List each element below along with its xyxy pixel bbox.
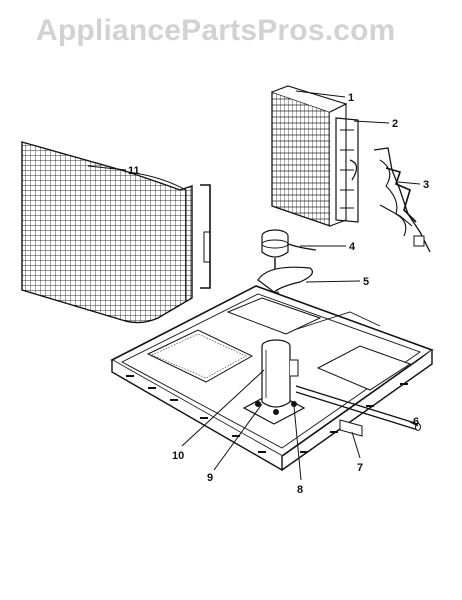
callout-11: 11 <box>128 165 140 177</box>
callout-8: 8 <box>297 484 303 496</box>
callout-labels: 1 2 3 4 5 6 7 8 9 10 11 <box>128 92 429 496</box>
coil-frame-part-2 <box>335 117 359 223</box>
callout-5: 5 <box>363 276 369 288</box>
callout-2: 2 <box>392 118 398 130</box>
callout-4: 4 <box>349 241 356 253</box>
callout-6: 6 <box>413 416 419 428</box>
fan-motor-part-4 <box>261 229 317 270</box>
bracket-part-7 <box>339 419 363 437</box>
evaporator-coil-part-1 <box>271 85 348 227</box>
leader-lines <box>87 90 421 481</box>
watermark: AppliancePartsPros.com <box>36 14 396 47</box>
condenser-coil-part-11 <box>21 141 211 324</box>
callout-9: 9 <box>207 472 213 484</box>
callout-7: 7 <box>357 462 363 474</box>
compressor-part-9 <box>255 339 299 415</box>
wiring-harness-part-3 <box>373 147 431 253</box>
callout-10: 10 <box>172 450 184 462</box>
callout-3: 3 <box>423 179 429 191</box>
callout-1: 1 <box>348 92 354 104</box>
